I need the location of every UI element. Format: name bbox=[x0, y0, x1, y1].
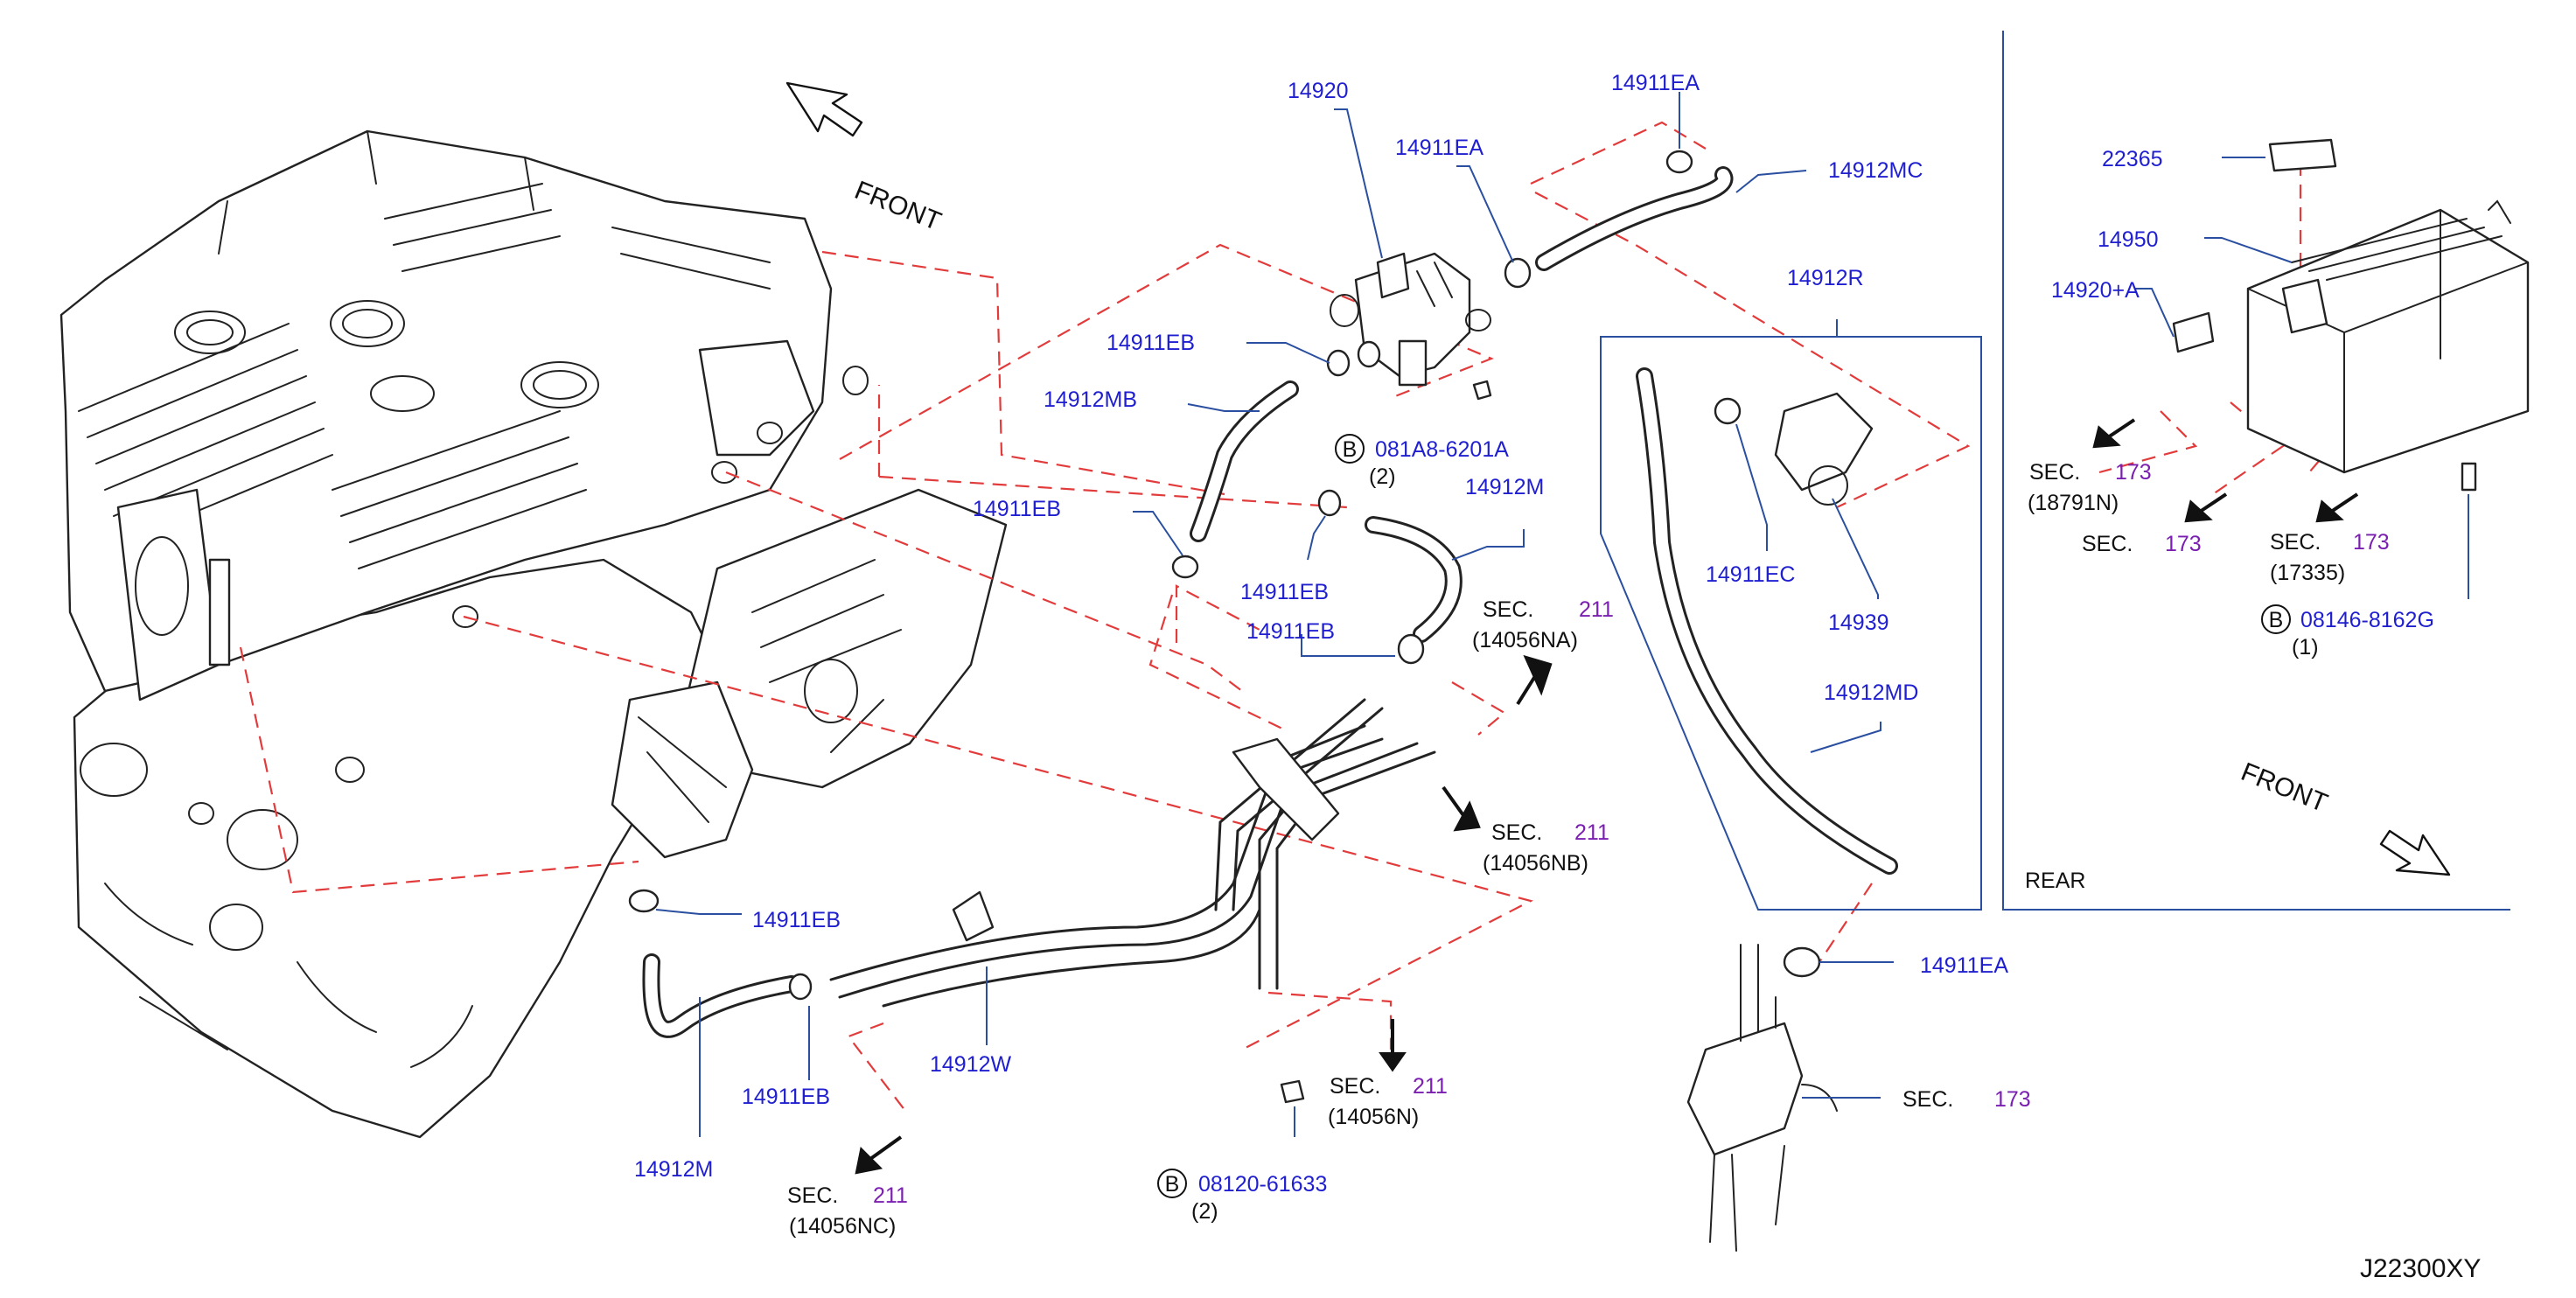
labels: FRONT FRONT REAR 14920 14911EA 14911EA 1… bbox=[634, 71, 2481, 1283]
part-label-14939[interactable]: 14939 bbox=[1828, 611, 1889, 635]
section-arrows bbox=[855, 418, 2359, 1175]
sec-sub: (17335) bbox=[2270, 561, 2345, 585]
section-ref-14056nc[interactable]: SEC. 211 (14056NC) bbox=[787, 1183, 908, 1239]
front-arrow-main bbox=[785, 81, 863, 137]
sec-sub: (14056NB) bbox=[1483, 851, 1588, 876]
sec-sub: (14056NA) bbox=[1472, 628, 1578, 652]
sec-number: 173 bbox=[2165, 532, 2202, 556]
part-label-14911eb-f[interactable]: 14911EB bbox=[742, 1085, 830, 1109]
sec-number: 173 bbox=[2353, 530, 2390, 555]
section-ref-14056na[interactable]: SEC. 211 (14056NA) bbox=[1472, 597, 1614, 652]
part-label-14912m-lower[interactable]: 14912M bbox=[634, 1157, 713, 1182]
bolt-number: 08120-61633 bbox=[1198, 1172, 1327, 1197]
sec-word: SEC. bbox=[2270, 530, 2321, 555]
dashed-connectors bbox=[239, 121, 2363, 1112]
part-label-14911eb-a[interactable]: 14911EB bbox=[1106, 331, 1195, 355]
inset-boxes bbox=[1600, 31, 2510, 911]
rear-label-inset: REAR bbox=[2025, 869, 2085, 893]
part-label-14911eb-e[interactable]: 14911EB bbox=[752, 908, 841, 932]
sec-number: 173 bbox=[1994, 1087, 2031, 1112]
engine-illustration bbox=[59, 129, 1008, 1139]
diagram-code: J22300XY bbox=[2360, 1254, 2481, 1283]
part-label-14911eb-b[interactable]: 14911EB bbox=[973, 497, 1061, 521]
sec-word: SEC. bbox=[1483, 597, 1533, 622]
sec-word: SEC. bbox=[1330, 1074, 1380, 1099]
sec-word: SEC. bbox=[1902, 1087, 1953, 1112]
sec-word: SEC. bbox=[1491, 820, 1542, 845]
leader-lines bbox=[655, 92, 2469, 1137]
sec-number: 211 bbox=[1413, 1074, 1448, 1099]
hose-components bbox=[628, 138, 2530, 1252]
bolt-qty: (2) bbox=[1369, 464, 1396, 489]
bolt-number: 081A8-6201A bbox=[1375, 437, 1509, 462]
part-label-14911eb-d[interactable]: 14911EB bbox=[1246, 619, 1335, 644]
part-label-14912r[interactable]: 14912R bbox=[1787, 266, 1864, 290]
section-ref-173-canister[interactable]: SEC. 173 bbox=[1902, 1087, 2031, 1112]
sec-number: 211 bbox=[873, 1183, 908, 1208]
part-label-14912m-upper[interactable]: 14912M bbox=[1465, 475, 1544, 499]
sec-number: 173 bbox=[2115, 460, 2152, 485]
section-ref-18791n[interactable]: SEC. 173 (18791N) bbox=[2028, 460, 2152, 515]
section-ref-173-mid[interactable]: SEC. 173 bbox=[2082, 532, 2202, 556]
part-label-14911ea-top[interactable]: 14911EA bbox=[1611, 71, 1700, 95]
front-arrow-inset bbox=[2379, 829, 2451, 876]
front-label-main: FRONT bbox=[850, 176, 945, 236]
part-label-22365[interactable]: 22365 bbox=[2102, 147, 2163, 171]
part-label-14920[interactable]: 14920 bbox=[1288, 79, 1349, 103]
bolt-ref-081a8[interactable]: B 081A8-6201A (2) bbox=[1335, 434, 1509, 489]
part-label-14912mc[interactable]: 14912MC bbox=[1828, 158, 1923, 183]
sec-word: SEC. bbox=[2082, 532, 2133, 556]
part-label-14911ea-left[interactable]: 14911EA bbox=[1395, 136, 1483, 160]
part-label-14911eb-c[interactable]: 14911EB bbox=[1240, 580, 1329, 604]
bolt-ref-08146[interactable]: B 08146-8162G (1) bbox=[2261, 604, 2434, 659]
part-label-14912w[interactable]: 14912W bbox=[930, 1052, 1012, 1077]
bolt-qty: (2) bbox=[1191, 1199, 1218, 1224]
sec-number: 211 bbox=[1574, 820, 1609, 845]
sec-sub: (14056N) bbox=[1328, 1105, 1419, 1129]
part-label-14911ea-bottom[interactable]: 14911EA bbox=[1920, 953, 2008, 978]
part-label-14950[interactable]: 14950 bbox=[2098, 227, 2159, 252]
bolt-prefix: B bbox=[1343, 437, 1358, 462]
bolt-ref-08120[interactable]: B 08120-61633 (2) bbox=[1157, 1169, 1327, 1224]
part-label-14912md[interactable]: 14912MD bbox=[1824, 680, 1918, 705]
part-label-14912mb[interactable]: 14912MB bbox=[1044, 387, 1137, 412]
part-label-14920a[interactable]: 14920+A bbox=[2051, 278, 2140, 303]
sec-sub: (18791N) bbox=[2028, 491, 2119, 515]
bolt-number: 08146-8162G bbox=[2300, 608, 2434, 632]
sec-word: SEC. bbox=[787, 1183, 838, 1208]
sec-number: 211 bbox=[1579, 597, 1614, 622]
sec-word: SEC. bbox=[2029, 460, 2080, 485]
bolt-prefix: B bbox=[2269, 608, 2284, 632]
part-label-14911ec[interactable]: 14911EC bbox=[1706, 562, 1795, 587]
sec-sub: (14056NC) bbox=[789, 1214, 896, 1239]
section-ref-17335[interactable]: SEC. 173 (17335) bbox=[2270, 530, 2390, 585]
section-ref-14056n[interactable]: SEC. 211 (14056N) bbox=[1328, 1074, 1448, 1129]
bolt-qty: (1) bbox=[2292, 635, 2319, 659]
bolt-prefix: B bbox=[1165, 1172, 1180, 1197]
front-label-inset: FRONT bbox=[2237, 757, 2331, 818]
section-ref-14056nb[interactable]: SEC. 211 (14056NB) bbox=[1483, 820, 1609, 876]
